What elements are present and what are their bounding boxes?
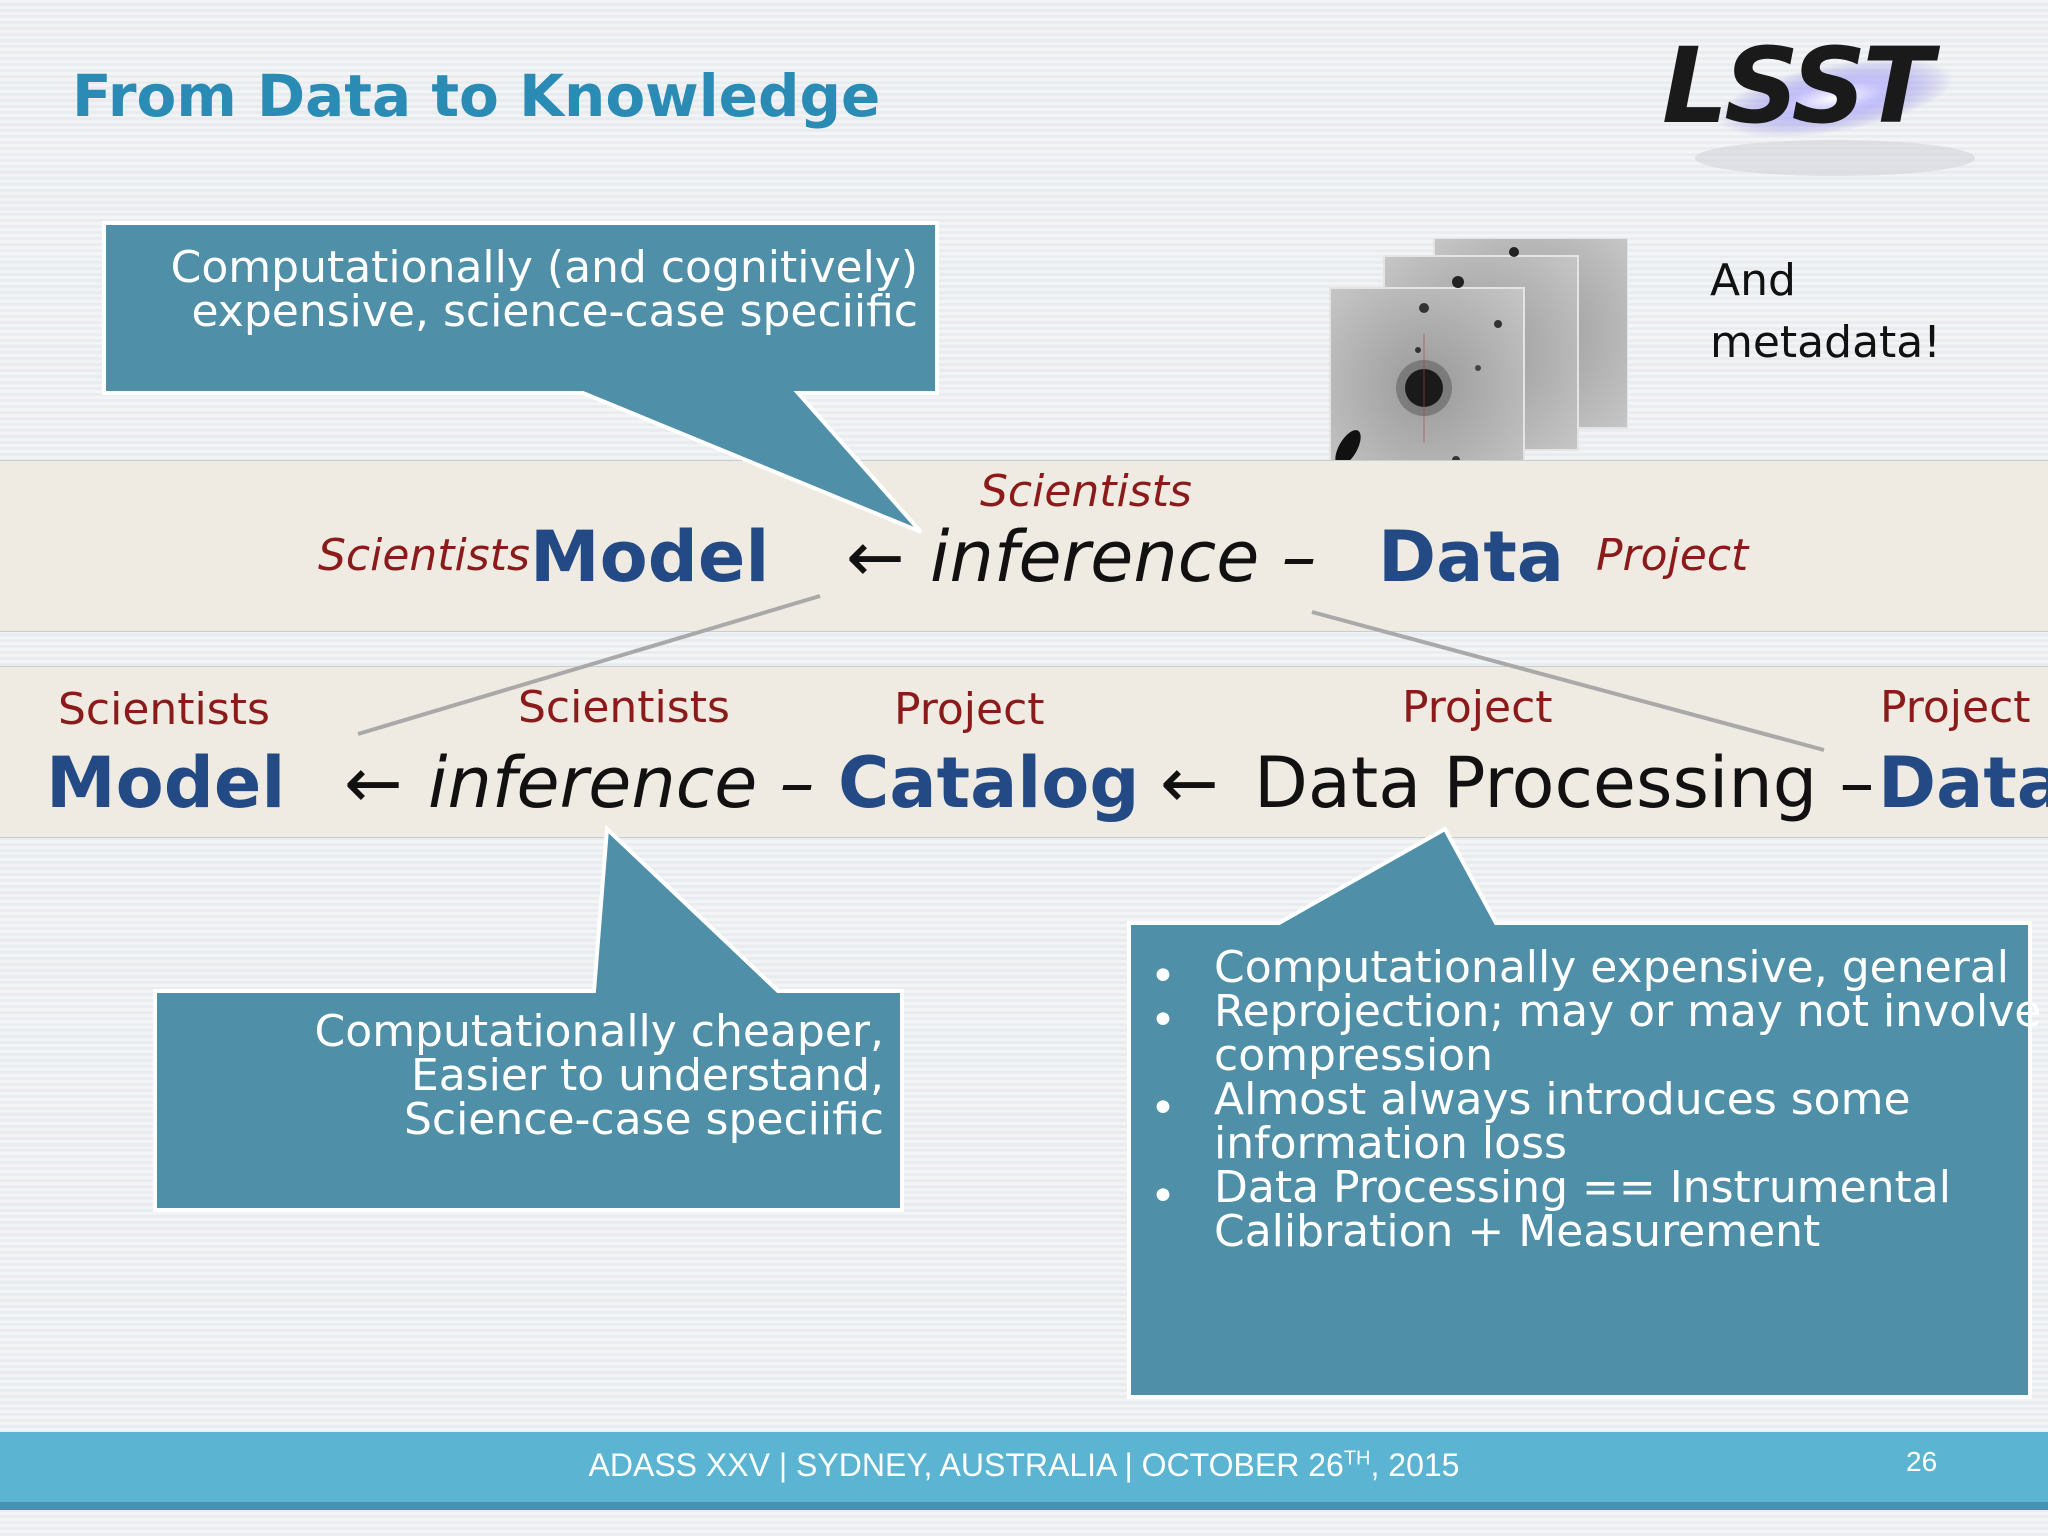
bullet-item: Computationally expensive, general [1132, 942, 2022, 1008]
bullet-2-line1: Reprojection; may or may not involve [1214, 986, 2042, 1037]
top-data: Data [1378, 516, 1565, 598]
bullet-item: Data Processing == Instrumental Calibrat… [1132, 1166, 2022, 1254]
sky-image-stack [1328, 237, 1629, 483]
bottom-data-processing: Data Processing – [1254, 742, 1875, 824]
bullet-3-line2: information loss [1214, 1118, 1567, 1169]
footer-text: ADASS XXV | SYDNEY, AUSTRALIA | OCTOBER … [0, 1447, 2048, 1484]
page-number: 26 [1906, 1446, 1938, 1477]
metadata-note-line2: metadata! [1710, 317, 1941, 368]
bullet-item: Reprojection; may or may not involve com… [1132, 986, 2042, 1081]
footer-text-sup: TH [1343, 1447, 1371, 1470]
metadata-note-line1: And [1710, 255, 1796, 306]
top-scientists-left: Scientists [318, 530, 530, 581]
bullet-1-line1: Computationally expensive, general [1214, 942, 2009, 993]
bullet-2-line2: compression [1214, 1030, 1493, 1081]
logo-text: LSST [1662, 30, 1940, 147]
footer-text-end: , 2015 [1370, 1447, 1460, 1483]
bottom-project-3: Project [1880, 682, 2031, 733]
bullet-4-line2: Calibration + Measurement [1214, 1206, 1821, 1257]
top-band [0, 460, 2048, 632]
bottom-band [0, 666, 2048, 838]
bullet-4-line1: Data Processing == Instrumental [1214, 1162, 1951, 1213]
bottom-arrow-2-icon: ← [1160, 742, 1219, 824]
footer-text-main: ADASS XXV | SYDNEY, AUSTRALIA | OCTOBER … [588, 1447, 1344, 1483]
callout-bottom-right-list: Computationally expensive, general Repro… [1132, 942, 2042, 1254]
bullet-3-line1: Almost always introduces some [1214, 1074, 1911, 1125]
bottom-data: Data [1878, 742, 2048, 824]
top-inference: inference – [930, 516, 1317, 598]
bullet-item: Almost always introduces some informatio… [1132, 1078, 2022, 1166]
metadata-note: And metadata! [1710, 250, 1941, 374]
callout-bottom-left-line3: Science-case speciific [403, 1094, 884, 1145]
bottom-project-1: Project [894, 684, 1045, 735]
callout-top-line2: expensive, science-case speciific [191, 286, 919, 337]
bottom-scientists-2: Scientists [518, 682, 730, 733]
top-model: Model [530, 516, 770, 598]
bottom-scientists-1: Scientists [58, 684, 270, 735]
bottom-arrow-1-icon: ← [344, 742, 403, 824]
top-scientists-above: Scientists [980, 466, 1192, 517]
callout-top-line1: Computationally (and cognitively) [170, 242, 918, 293]
footer-bar [0, 1432, 2048, 1510]
bottom-model: Model [46, 742, 286, 824]
bottom-project-2: Project [1402, 682, 1553, 733]
top-project: Project [1596, 530, 1749, 581]
lsst-logo: LSST [1650, 25, 2020, 190]
bottom-inference: inference – [428, 742, 815, 824]
callout-bottom-left-line1: Computationally cheaper, [314, 1006, 884, 1057]
callout-bottom-left-line2: Easier to understand, [410, 1050, 884, 1101]
bottom-catalog: Catalog [838, 742, 1140, 824]
slide-title: From Data to Knowledge [72, 62, 881, 130]
top-arrow-icon: ← [846, 516, 905, 598]
